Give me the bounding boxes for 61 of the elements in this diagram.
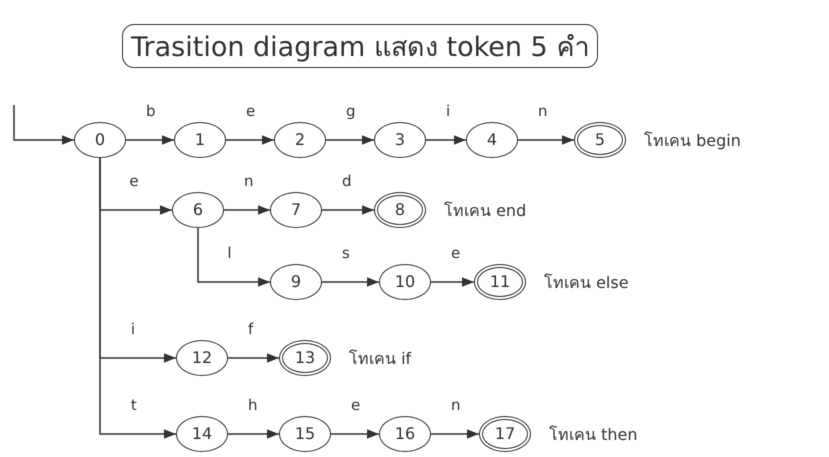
transition-arrow	[126, 135, 174, 145]
token-caption: โทเคน then	[549, 424, 638, 446]
accepting-state	[479, 416, 531, 452]
transition-arrow	[518, 135, 574, 145]
state-ellipse	[74, 122, 126, 158]
token-caption: โทเคน else	[544, 272, 629, 294]
edge-label: f	[246, 322, 256, 337]
state-number: 1	[194, 132, 206, 148]
state-number: 14	[192, 426, 212, 442]
state-number: 4	[486, 132, 498, 148]
state-number: 12	[192, 350, 212, 366]
accepting-state	[374, 192, 426, 228]
state-number: 7	[290, 202, 302, 218]
transition-arrow	[99, 158, 176, 439]
transition-arrow	[331, 429, 379, 439]
transition-arrow	[322, 277, 379, 287]
transition-arrow	[228, 429, 279, 439]
accepting-state	[279, 340, 331, 376]
transition-arrow	[322, 205, 374, 215]
state-number: 6	[192, 202, 204, 218]
state-ellipse	[374, 122, 426, 158]
transition-arrow	[228, 353, 279, 363]
state-ellipse	[270, 264, 322, 300]
transition-arrow	[326, 135, 374, 145]
token-caption: โทเคน begin	[644, 130, 741, 152]
state-number: 16	[394, 426, 416, 442]
edge-label: b	[144, 104, 158, 119]
transition-arrow	[197, 228, 270, 287]
state-number: 8	[394, 202, 406, 218]
state-ellipse	[270, 192, 322, 228]
transition-arrow	[226, 135, 274, 145]
token-caption: โทเคน end	[444, 200, 526, 222]
diagram-title: Trasition diagram แสดง token 5 คำ	[122, 24, 598, 68]
state-number: 13	[294, 350, 316, 366]
state-ellipse	[466, 122, 518, 158]
state-number: 15	[294, 426, 316, 442]
state-ellipse	[176, 416, 228, 452]
transition-arrow	[426, 135, 466, 145]
transition-arrow	[13, 105, 74, 145]
state-ellipse	[174, 122, 226, 158]
accepting-state	[474, 264, 526, 300]
state-ellipse	[279, 416, 331, 452]
transition-arrow	[431, 429, 479, 439]
transition-arrow	[431, 277, 474, 287]
state-ellipse	[176, 340, 228, 376]
token-caption: โทเคน if	[349, 348, 412, 370]
state-number: 11	[490, 274, 510, 290]
state-number: 5	[594, 132, 606, 148]
accepting-state	[574, 122, 626, 158]
edge-label: t	[128, 398, 139, 413]
state-number: 3	[394, 132, 406, 148]
state-ellipse	[379, 264, 431, 300]
state-ellipse	[172, 192, 224, 228]
state-number: 9	[290, 274, 302, 290]
state-number: 0	[94, 132, 106, 148]
transition-arrow	[224, 205, 270, 215]
state-number: 10	[394, 274, 416, 290]
state-number: 2	[294, 132, 306, 148]
state-number: 17	[494, 426, 516, 442]
state-ellipse	[274, 122, 326, 158]
state-ellipse	[379, 416, 431, 452]
